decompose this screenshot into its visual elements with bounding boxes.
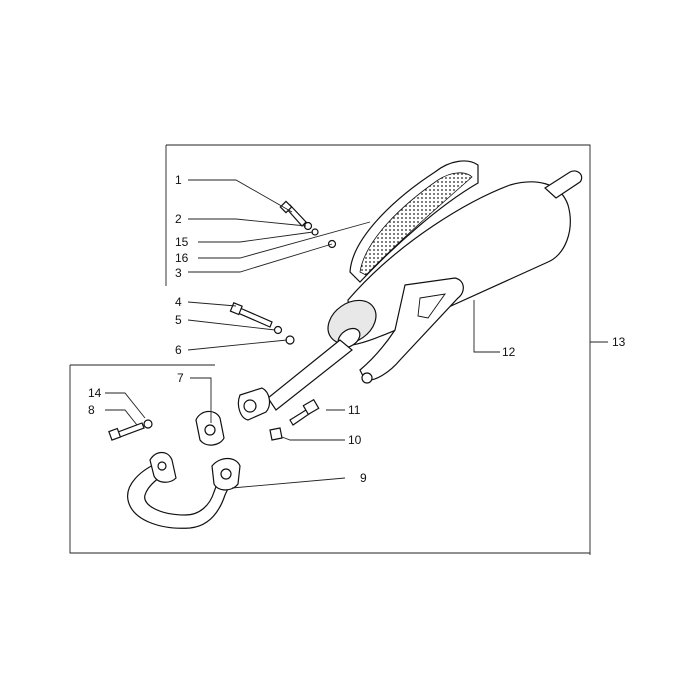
callout-5: 5 xyxy=(175,313,182,327)
callout-9: 9 xyxy=(360,471,367,485)
callout-1: 1 xyxy=(175,173,182,187)
callout-6: 6 xyxy=(175,343,182,357)
callout-10: 10 xyxy=(348,433,362,447)
leader-lines xyxy=(105,179,608,489)
callout-12: 12 xyxy=(502,345,516,359)
callout-16: 16 xyxy=(175,251,189,265)
exhaust-front-pipe xyxy=(237,339,353,421)
assembly-frame-upper xyxy=(165,144,591,555)
washer-5 xyxy=(273,325,283,335)
clip-10 xyxy=(269,427,283,441)
callout-14: 14 xyxy=(88,386,102,400)
callout-15: 15 xyxy=(175,235,189,249)
callout-13: 13 xyxy=(612,335,626,349)
assembly-frame-lower xyxy=(69,364,590,554)
callout-7: 7 xyxy=(177,371,184,385)
exhaust-header-pipe xyxy=(127,451,241,529)
callout-8: 8 xyxy=(88,403,95,417)
washer-14 xyxy=(143,419,153,429)
bolt-4 xyxy=(229,302,273,328)
callout-11: 11 xyxy=(348,403,361,417)
nut-6 xyxy=(285,335,295,345)
bolt-11 xyxy=(289,398,320,426)
callout-2: 2 xyxy=(175,212,182,226)
callout-4: 4 xyxy=(175,295,182,309)
bolt-1 xyxy=(279,200,307,227)
callout-labels: 1 2 15 16 3 4 5 6 7 14 8 11 10 9 12 13 xyxy=(88,173,626,485)
callout-3: 3 xyxy=(175,266,182,280)
heat-shield xyxy=(349,160,479,283)
muffler-bracket xyxy=(359,277,464,384)
bolt-8 xyxy=(108,422,145,441)
gasket xyxy=(195,410,225,446)
